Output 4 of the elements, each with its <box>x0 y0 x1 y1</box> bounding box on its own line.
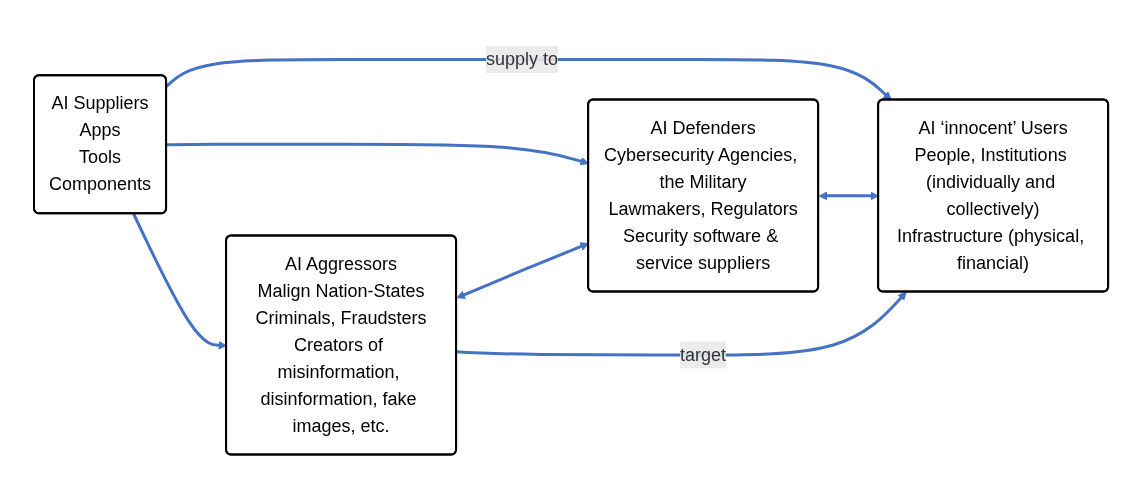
edge-label: target <box>680 344 727 365</box>
arrow <box>456 291 908 357</box>
edge-label: supply to <box>486 48 559 69</box>
arrow <box>166 57 893 101</box>
